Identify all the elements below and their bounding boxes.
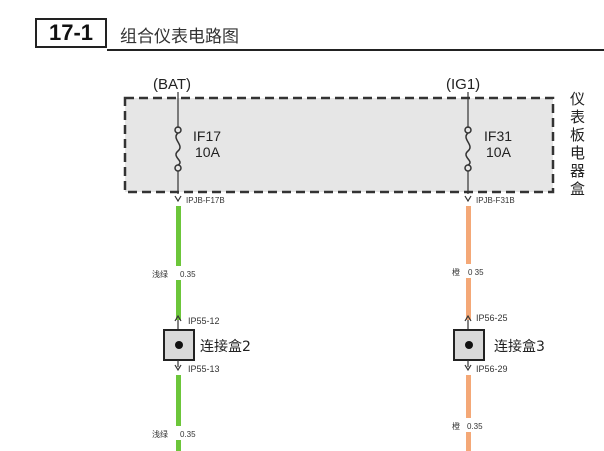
box-label: 仪 表 板 电 器 盒 xyxy=(570,90,585,198)
wire-size-label: 0 35 xyxy=(468,268,484,277)
box-label-char: 电 xyxy=(570,144,585,162)
pin-arrow-down-icon xyxy=(464,364,472,372)
wire-color-label: 浅绿 xyxy=(152,269,168,279)
instrument-panel-box xyxy=(123,96,555,194)
box-pin-label: IPJB-F31B xyxy=(476,196,515,205)
wire-label-bg xyxy=(150,426,210,440)
wire-size-label: 0.35 xyxy=(180,430,196,439)
pin-arrow-down-icon xyxy=(174,195,182,203)
wire-green-lower xyxy=(176,375,181,451)
circuit-bat: (BAT) IF17 10A IPJB-F17B 浅绿 0.35 IP55-12… xyxy=(150,76,251,451)
section-number-badge: 17-1 xyxy=(35,18,107,48)
power-source-label: (IG1) xyxy=(446,76,480,93)
wire-color-label: 橙 xyxy=(452,421,460,431)
wire-orange-upper xyxy=(466,206,471,320)
wire-orange-lower xyxy=(466,375,471,451)
box-label-char: 板 xyxy=(570,126,585,144)
wire-green-upper xyxy=(176,206,181,320)
wire-size-label: 0.35 xyxy=(180,270,196,279)
fuse-icon xyxy=(464,126,472,172)
connector-box-icon xyxy=(163,329,195,361)
connector-box-icon xyxy=(453,329,485,361)
connector-pin-out-label: IP56-29 xyxy=(476,364,508,374)
connector-name: 连接盒2 xyxy=(200,338,251,355)
connector-pin-in-label: IP56-25 xyxy=(476,313,508,323)
box-label-char: 器 xyxy=(570,162,585,180)
connector-pin-out-label: IP55-13 xyxy=(188,364,220,374)
circuit-ig1: (IG1) IF31 10A IPJB-F31B 橙 0 35 IP56-25 … xyxy=(446,76,545,451)
wire-color-label: 浅绿 xyxy=(152,429,168,439)
wire-label-bg xyxy=(448,264,496,278)
title-underline xyxy=(107,49,604,51)
page-title: 组合仪表电路图 xyxy=(120,27,239,47)
wire-label-bg xyxy=(150,266,210,280)
box-label-char: 仪 xyxy=(570,90,585,108)
pin-arrow-up-icon xyxy=(174,314,182,322)
power-source-label: (BAT) xyxy=(153,76,191,93)
pin-arrow-down-icon xyxy=(174,364,182,372)
pin-arrow-up-icon xyxy=(464,314,472,322)
box-label-char: 盒 xyxy=(570,180,585,198)
box-pin-label: IPJB-F17B xyxy=(186,196,225,205)
connector-name: 连接盒3 xyxy=(494,338,545,355)
fuse-rating: 10A xyxy=(486,144,512,160)
wire-label-bg xyxy=(448,418,496,432)
fuse-rating: 10A xyxy=(195,144,221,160)
wire-size-label: 0.35 xyxy=(467,422,483,431)
fuse-name: IF17 xyxy=(193,128,221,144)
wire-color-label: 橙 xyxy=(452,267,460,277)
pin-arrow-down-icon xyxy=(464,195,472,203)
fuse-name: IF31 xyxy=(484,128,512,144)
box-label-char: 表 xyxy=(570,108,585,126)
connector-pin-in-label: IP55-12 xyxy=(188,316,220,326)
